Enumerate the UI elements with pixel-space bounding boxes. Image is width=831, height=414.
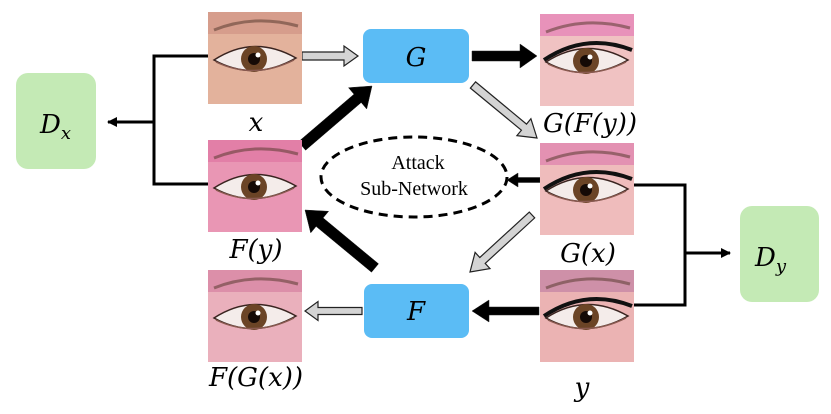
arrow-g-to-g-of-f-y (471, 43, 538, 69)
arrows-layer (298, 43, 541, 323)
arrow-g-to-g-of-x (469, 81, 538, 139)
attack-label-line1: Attack (391, 152, 444, 174)
dy-connector (632, 183, 731, 307)
label-x: x (249, 108, 264, 138)
eye-image-y (540, 270, 634, 362)
g-label: G (406, 43, 427, 73)
arrow-y-to-f (471, 299, 540, 323)
eye-image-g-of-x (540, 143, 634, 235)
g-box: G (363, 29, 469, 83)
dx-box: Dx (16, 73, 96, 169)
eye-image-f-of-y (208, 140, 302, 232)
arrow-f-to-f-of-g-x (303, 300, 363, 322)
label-g-of-x: G(x) (560, 239, 616, 269)
eye-image-x (208, 12, 302, 104)
label-y: y (574, 373, 590, 403)
dx-label: Dx (39, 110, 71, 144)
eye-image-g-of-f-y (540, 14, 634, 106)
label-f-of-y: F(y) (228, 235, 282, 265)
arrow-g-of-x-to-f (469, 211, 536, 273)
f-box: F (364, 284, 469, 338)
arrow-g-of-x-to-attack (506, 172, 541, 188)
dy-label: Dy (754, 243, 787, 277)
f-label: F (406, 297, 426, 327)
eye-image-f-of-g-x (208, 270, 302, 362)
arrow-x-to-g (301, 44, 360, 68)
arrow-f-to-f-of-y (304, 209, 379, 273)
dx-connector (107, 54, 208, 186)
label-g-of-f-y: G(F(y)) (543, 109, 637, 139)
arrow-f-of-y-to-g (298, 85, 373, 151)
dy-box: Dy (740, 206, 819, 302)
attack-subnetwork: Attack Sub-Network (319, 135, 509, 219)
label-f-of-g-x: F(G(x)) (208, 363, 303, 393)
attack-label-line2: Sub-Network (360, 178, 468, 200)
